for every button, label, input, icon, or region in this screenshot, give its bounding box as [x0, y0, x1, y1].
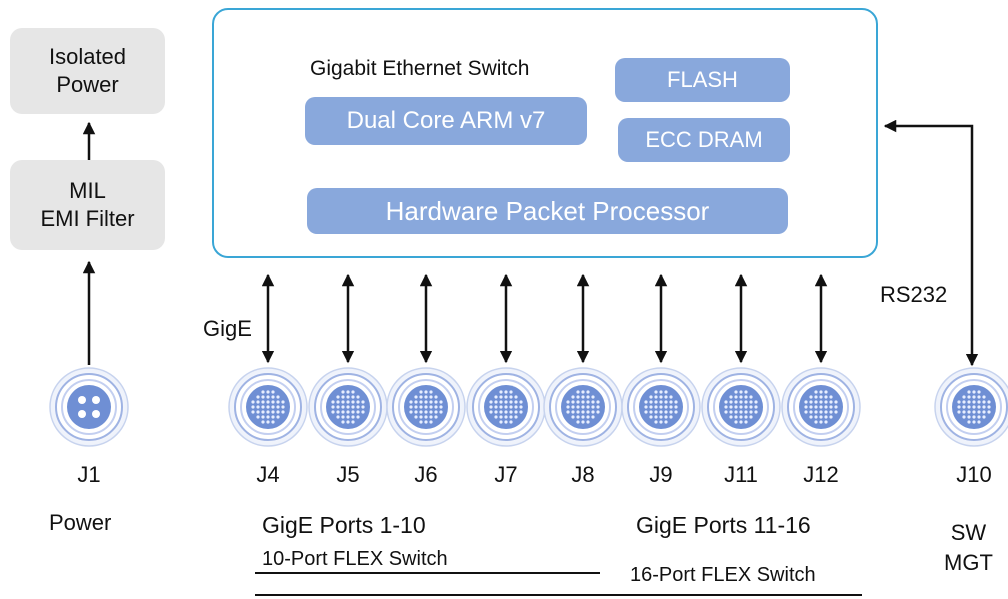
cpu-chip: Dual Core ARM v7	[305, 97, 587, 145]
connector-label-j6: J6	[414, 462, 438, 487]
ports-11-16-caption: GigE Ports 11-16	[636, 512, 811, 538]
connector-j9-icon	[621, 367, 701, 447]
connector-j12-icon	[781, 367, 861, 447]
rs232-link	[883, 119, 979, 367]
connector-label-j7: J7	[494, 462, 518, 487]
connector-label-j4: J4	[256, 462, 280, 487]
connector-label-j5: J5	[336, 462, 360, 487]
connector-j11-icon	[701, 367, 781, 447]
connector-label-j8: J8	[571, 462, 595, 487]
gige-link-label: GigE	[203, 316, 252, 341]
connector-j8-icon	[543, 367, 623, 447]
connector-label-j9: J9	[649, 462, 673, 487]
connector-label-j12: J12	[803, 462, 839, 487]
connector-j7-icon	[466, 367, 546, 447]
dram-chip: ECC DRAM	[618, 118, 790, 162]
connector-j6-icon	[386, 367, 466, 447]
ports-1-10-caption: GigE Ports 1-10	[262, 512, 426, 538]
emi-filter-box: MIL EMI Filter	[10, 160, 165, 250]
switch-title: Gigabit Ethernet Switch	[310, 57, 530, 80]
isolated-power-label: Isolated Power	[48, 44, 127, 97]
flex10-caption: 10-Port FLEX Switch	[262, 548, 448, 570]
sw-mgt-caption: SW MGT	[944, 520, 993, 575]
connector-j5-icon	[308, 367, 388, 447]
connector-label-j10: J10	[956, 462, 992, 487]
flash-chip: FLASH	[615, 58, 790, 102]
connector-j1-icon	[49, 367, 129, 447]
connector-label-j11: J11	[724, 462, 758, 487]
connector-label-j1: J1	[77, 462, 101, 487]
isolated-power-box: Isolated Power	[10, 28, 165, 114]
packet-processor-chip: Hardware Packet Processor	[307, 188, 788, 234]
connector-j4-icon	[228, 367, 308, 447]
emi-filter-label: MIL EMI Filter	[40, 178, 135, 231]
power-caption: Power	[49, 510, 112, 535]
flex16-caption: 16-Port FLEX Switch	[630, 564, 816, 586]
connector-j10-icon	[934, 367, 1008, 447]
